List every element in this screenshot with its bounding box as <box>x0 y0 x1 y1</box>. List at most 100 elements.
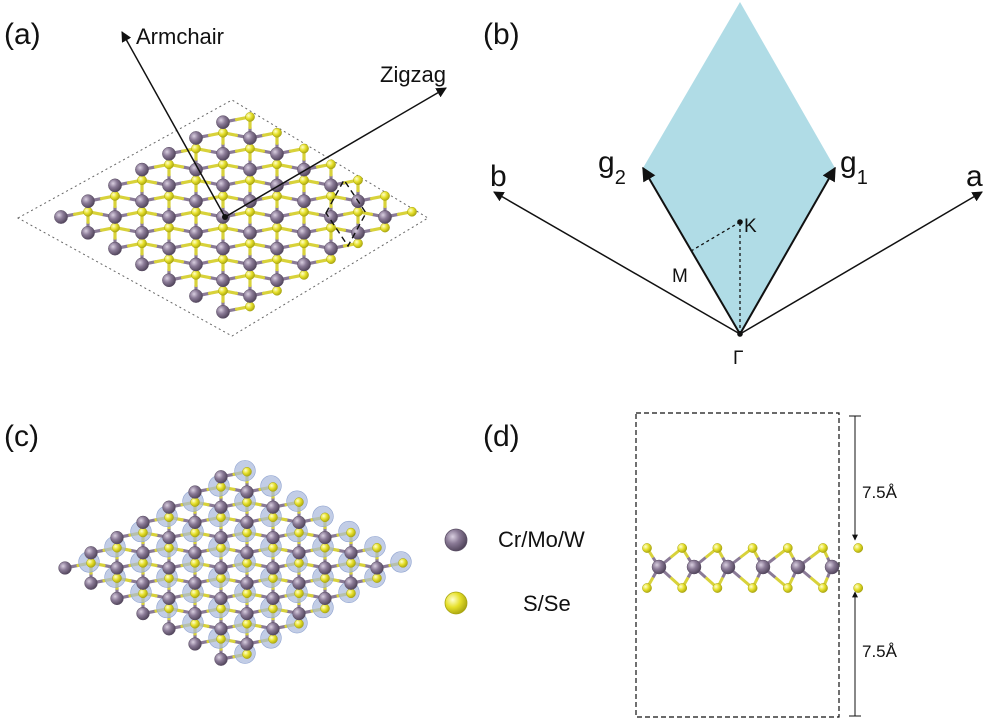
chalcogen-atom <box>299 270 309 280</box>
chalcogen-atom <box>191 238 201 249</box>
metal-atom <box>110 530 124 545</box>
chalcogen-atom <box>294 558 304 568</box>
chalcogen-atom <box>164 603 174 614</box>
metal-atom <box>318 591 332 606</box>
metal-atom <box>188 515 202 530</box>
metal-atom <box>240 546 254 560</box>
chalcogen-atom <box>272 254 282 264</box>
metal-atom <box>243 162 257 177</box>
chalcogen-atom <box>782 583 793 593</box>
chalcogen-atom <box>268 512 278 523</box>
chalcogen-atom <box>299 238 309 249</box>
metal-atom <box>188 576 202 590</box>
metal-atom <box>297 225 311 240</box>
chalcogen-atom <box>782 543 793 553</box>
metal-atom <box>162 622 176 636</box>
atoms <box>58 466 408 666</box>
chalcogen-atom <box>245 143 255 154</box>
vector-g1-label: g1 <box>840 146 868 189</box>
chalcogen-atom <box>346 588 356 599</box>
chalcogen-atom <box>320 603 330 614</box>
chalcogen-atom <box>190 618 200 629</box>
panel-a-label: (a) <box>4 18 41 51</box>
chalcogen-atom <box>294 588 304 599</box>
chalcogen-atom <box>218 159 228 170</box>
metal-atom <box>216 178 230 193</box>
chalcogen-atom <box>372 573 382 583</box>
side-view-cell <box>635 412 840 718</box>
chalcogen-atom <box>677 583 688 593</box>
legend-metal-label: Cr/Mo/W <box>498 527 585 552</box>
chalcogen-atom <box>712 583 723 593</box>
metal-atom <box>214 652 228 666</box>
metal-atom <box>110 561 124 575</box>
chalcogen-atom <box>164 254 174 264</box>
metal-atom <box>266 591 280 606</box>
chalcogen-atom <box>242 618 252 629</box>
chalcogen-atom <box>353 238 363 249</box>
chalcogen-atom <box>642 583 652 593</box>
chalcogen-atom <box>268 634 278 644</box>
metal-atom <box>162 178 176 193</box>
side-atoms <box>642 543 864 593</box>
legend: Cr/Mo/W S/Se <box>444 527 585 616</box>
chalcogen-atom <box>818 583 828 593</box>
metal-atom <box>162 530 176 545</box>
chalcogen-atom <box>216 634 226 644</box>
metal-atom <box>243 257 257 272</box>
chalcogen-atom <box>642 543 652 553</box>
metal-atom <box>243 131 257 145</box>
metal-atom <box>240 515 254 530</box>
metal-atom <box>243 289 257 303</box>
vector-a-label: a <box>966 160 983 193</box>
panel-c: (c) <box>4 420 412 666</box>
chalcogen-atom <box>272 222 282 233</box>
chalcogen-atom <box>138 558 148 568</box>
chalcogen-atom <box>380 191 390 201</box>
chalcogen-atom <box>326 159 336 170</box>
metal-atom <box>189 194 203 209</box>
metal-atom <box>292 546 306 560</box>
chalcogen-atom <box>853 543 864 553</box>
metal-atom <box>54 210 68 224</box>
metal-atom <box>135 225 149 240</box>
metal-atom <box>292 606 306 621</box>
chalcogen-atom <box>190 527 200 538</box>
chalcogen-atom <box>245 112 255 122</box>
metal-atom <box>266 530 280 545</box>
chalcogen-atom <box>218 254 228 264</box>
metal-atom <box>189 131 203 145</box>
metal-atom <box>135 162 149 177</box>
chalcogen-atom <box>218 285 228 296</box>
k-point-dot <box>737 219 743 225</box>
metal-atom <box>270 210 284 224</box>
metal-atom <box>318 530 332 545</box>
chalcogen-atom <box>272 285 282 296</box>
chalcogen-atom <box>112 542 122 553</box>
metal-atom <box>324 210 338 224</box>
metal-atom <box>84 576 98 590</box>
metal-atom <box>214 500 228 514</box>
metal-atom <box>351 225 365 240</box>
metal-atom <box>216 273 230 288</box>
metal-atom <box>162 210 176 224</box>
chalcogen-atom <box>747 543 758 553</box>
metal-atom <box>243 225 257 240</box>
chalcogen-atom <box>268 603 278 614</box>
metal-atom <box>108 178 122 193</box>
metal-atom <box>240 576 254 590</box>
chalcogen-atom <box>83 206 93 217</box>
metal-atom <box>297 257 311 272</box>
gamma-point-dot <box>737 331 743 337</box>
metal-atom <box>162 273 176 288</box>
metal-atom <box>214 561 228 575</box>
metal-atom <box>240 606 254 621</box>
zigzag-label: Zigzag <box>380 62 446 87</box>
metal-atom <box>214 622 228 636</box>
panel-d-label: (d) <box>483 420 520 453</box>
chalcogen-atom <box>242 466 252 477</box>
unit-cell-outline <box>325 178 367 248</box>
metal-atom <box>81 194 95 209</box>
metal-atom <box>110 591 124 606</box>
metal-atom <box>162 500 176 514</box>
